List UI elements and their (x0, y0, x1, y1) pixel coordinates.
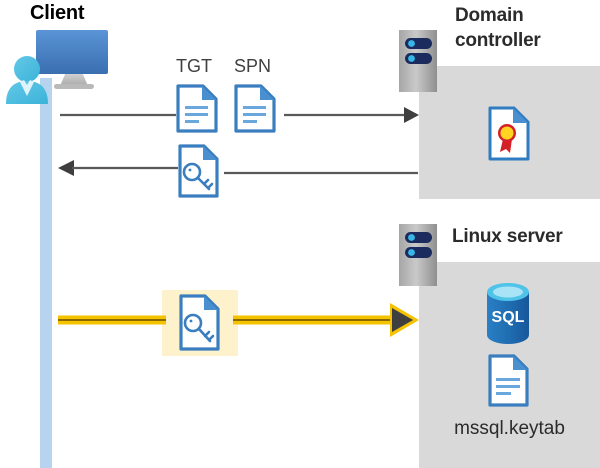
tgt-document-icon (176, 84, 218, 133)
spn-document-icon (234, 84, 276, 133)
linux-server-title: Linux server (452, 226, 563, 247)
domain-controller-title-line2: controller (455, 30, 541, 51)
certificate-document-icon (488, 106, 530, 161)
server-rack-icon-domain-controller (399, 30, 437, 92)
key-document-icon-ticket (179, 294, 220, 351)
keytab-filename-label: mssql.keytab (454, 418, 565, 439)
client-workstation-icon (6, 30, 108, 104)
tgt-label: TGT (176, 56, 212, 76)
arrow-client-to-linux-server (58, 303, 419, 337)
client-title: Client (30, 2, 85, 24)
arrow-client-to-domain-controller (60, 107, 419, 123)
client-lifeline (40, 78, 52, 468)
domain-controller-title: Domain controller (455, 3, 595, 53)
key-document-icon-response (178, 144, 219, 198)
arrow-domain-controller-to-client (58, 160, 418, 176)
svg-text:SQL: SQL (492, 309, 525, 326)
sql-database-icon: SQL (487, 283, 529, 344)
server-rack-icon-linux (399, 224, 437, 286)
keytab-document-icon (488, 354, 529, 407)
spn-label: SPN (234, 56, 272, 76)
domain-controller-title-line1: Domain (455, 5, 524, 26)
